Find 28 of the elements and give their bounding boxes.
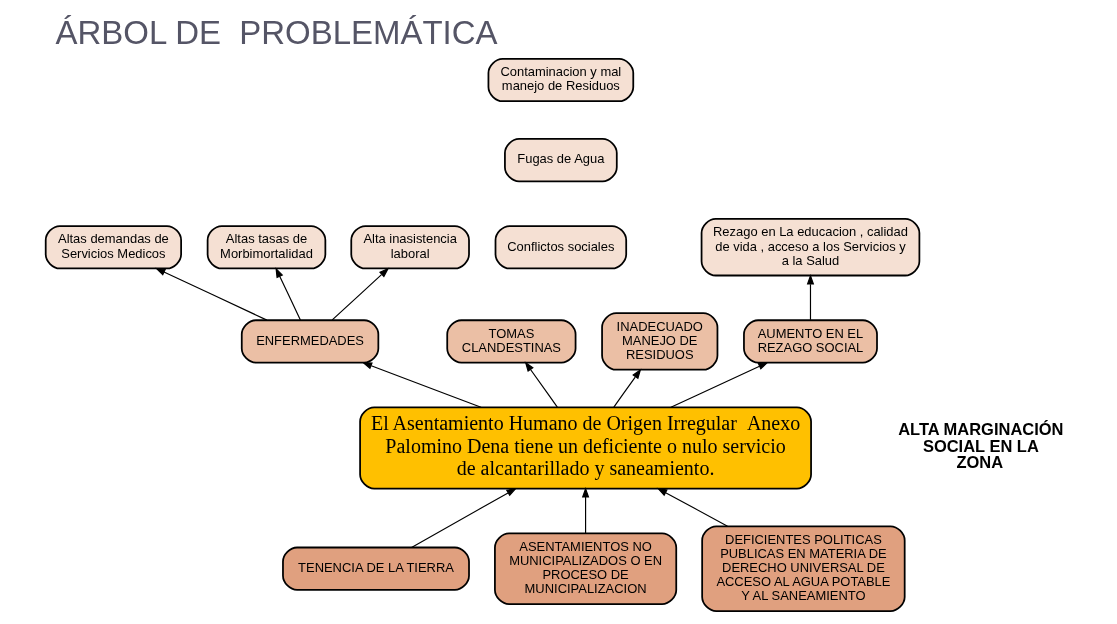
node-box: Alta inasistencia laboral — [350, 225, 470, 270]
arrow — [670, 362, 769, 408]
arrow — [524, 361, 558, 408]
node-box: TENENCIA DE LA TIERRA — [282, 546, 470, 591]
node-box: Fugas de Agua — [504, 138, 618, 183]
node-box: AUMENTO EN EL REZAGO SOCIAL — [743, 319, 878, 364]
arrow — [154, 267, 268, 321]
arrow — [331, 267, 390, 321]
arrow — [410, 487, 517, 549]
node-box: Rezago en La educacion , calidad de vida , acceso a los Servicios y a la Salud — [700, 218, 921, 277]
arrow — [361, 362, 482, 408]
node-box: Contaminacion y mal manejo de Residuos — [487, 57, 635, 103]
label: ALTA MARGINACIÓN SOCIAL EN LA ZONA — [898, 420, 1064, 472]
diagram-title: ÁRBOL DE PROBLEMÁTICA — [55, 14, 498, 52]
node-box: INADECUADO MANEJO DE RESIDUOS — [601, 312, 719, 371]
arrow — [656, 487, 729, 527]
node-box: Altas tasas de Morbimortalidad — [206, 225, 327, 270]
node-box: ENFERMEDADES — [240, 319, 380, 364]
arrow — [613, 368, 642, 408]
arrow — [581, 486, 590, 534]
node-box: Altas demandas de Servicios Medicos — [44, 225, 182, 270]
node-box: ASENTAMIENTOS NO MUNICIPALIZADOS O EN PROCESO DE MUNICIPALIZACION — [494, 532, 678, 605]
arrow — [806, 273, 815, 321]
arrow — [275, 267, 301, 321]
node-box: TOMAS CLANDESTINAS — [446, 319, 577, 364]
node-box: Conflictos sociales — [494, 225, 628, 270]
node-box: El Asentamiento Humano de Origen Irregular Anexo Palomino Dena tiene un deficiente o nulo servicio de alcantarillado y saneamiento. — [359, 406, 812, 490]
node-box: DEFICIENTES POLITICAS PUBLICAS EN MATERIA DE DERECHO UNIVERSAL DE ACCESO AL AGUA POTABLE Y AL SANEAMIENTO — [701, 525, 906, 612]
